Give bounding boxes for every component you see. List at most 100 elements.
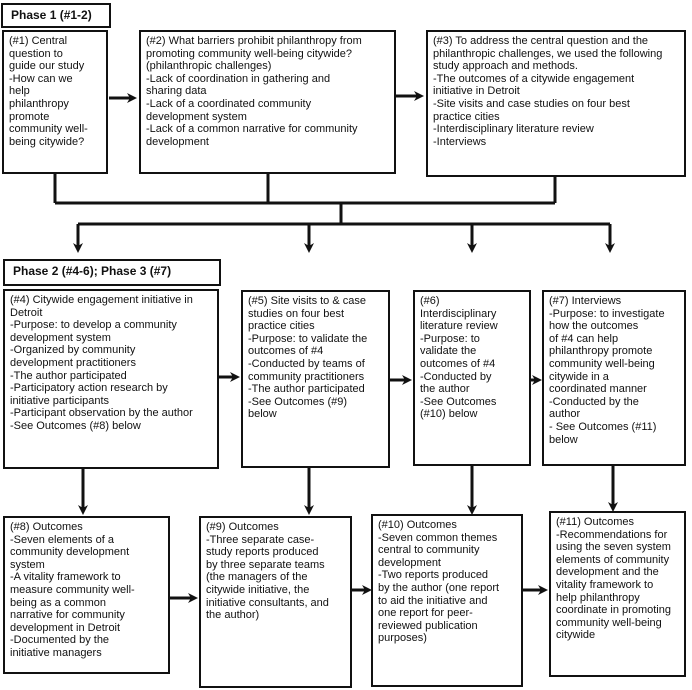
box-text-line: guide our study xyxy=(9,60,85,73)
box-text-line: development xyxy=(378,556,441,569)
box-text-line: author xyxy=(549,408,581,421)
box-title: (#2) What barriers prohibit philanthropy… xyxy=(146,35,362,47)
phase23-header: Phase 2 (#4-6); Phase 3 (#7) xyxy=(3,259,221,286)
box-text-line: -Purpose: to investigate xyxy=(549,307,665,320)
box-text-line: community well-being xyxy=(556,616,662,629)
box-text-line: reviewed publication xyxy=(378,619,478,632)
box-text-line: -Organized by community xyxy=(10,344,136,357)
box-text-line: promoting community well-being citywide? xyxy=(146,47,353,60)
box-text-line: to aid the initiative and xyxy=(378,594,488,607)
box-text-line: measure community well- xyxy=(10,583,135,596)
box-2-barriers: (#2) What barriers prohibit philanthropy… xyxy=(139,30,396,174)
box-text-line: by the author (one report xyxy=(378,581,500,594)
box-text-line: -Two reports produced xyxy=(378,569,489,582)
box-text-line: development system xyxy=(146,110,247,123)
box-text-line: -Conducted by xyxy=(420,370,492,383)
box-text-line: citywide xyxy=(556,629,596,642)
box-text-line: -Purpose: to develop a community xyxy=(10,319,177,332)
box-text-line: -See Outcomes (#9) xyxy=(248,395,348,408)
box-text-line: using the seven system xyxy=(556,541,671,554)
box-text-line: -Site visits and case studies on four be… xyxy=(433,97,630,110)
box-text-line: study approach and methods. xyxy=(433,60,578,73)
box-text-line: the author) xyxy=(206,609,260,622)
box-text-line: development practitioners xyxy=(10,356,136,369)
box-text-line: -Conducted by teams of xyxy=(248,357,365,370)
box-text-line: Detroit xyxy=(10,306,43,319)
box-text-line: -Seven elements of a xyxy=(10,533,114,546)
box-text-line: literature review xyxy=(420,320,498,333)
box-text-line: sharing data xyxy=(146,85,207,98)
box-text-line: -The author participated xyxy=(10,369,127,382)
box-text-line: outcomes of #4 xyxy=(420,357,496,370)
box-text-line: question to xyxy=(9,47,63,60)
box-text-line: being citywide? xyxy=(9,135,85,148)
box-title: (#1) Central xyxy=(9,35,68,47)
box-text-line: citywide in a xyxy=(549,370,609,383)
box-text-line: philanthropy xyxy=(9,97,69,110)
phase1-header: Phase 1 (#1-2) xyxy=(1,3,111,28)
box-text-line: philanthropy promote xyxy=(549,345,653,358)
box-text-line: -Lack of a coordinated community xyxy=(146,97,312,110)
box-text-line: community well- xyxy=(9,123,88,136)
box-title: (#4) Citywide engagement initiative in xyxy=(10,294,193,306)
box-text-line: narrative for community xyxy=(10,609,125,622)
box-title: (#10) Outcomes xyxy=(378,519,457,531)
box-text-line: -A vitality framework to xyxy=(10,571,121,584)
box-text-line: outcomes of #4 xyxy=(248,345,324,358)
box-text-line: -Lack of coordination in gathering and xyxy=(146,72,331,85)
box-text-line: initiative in Detroit xyxy=(433,85,520,98)
box-text-line: validate the xyxy=(420,345,477,358)
box-text-line: of #4 can help xyxy=(549,332,619,345)
box-text-line: below xyxy=(248,408,277,421)
box-text-line: vitality framework to xyxy=(556,578,654,591)
box-text-line: below xyxy=(549,433,578,446)
box-title: (#9) Outcomes xyxy=(206,521,279,533)
box-title: (#11) Outcomes xyxy=(556,516,635,528)
box-text-line: by three separate teams xyxy=(206,558,325,571)
box-text-line: central to community xyxy=(378,544,480,557)
box-text-line: (philanthropic challenges) xyxy=(146,60,272,73)
box-text-line: development system xyxy=(10,331,111,344)
box-text-line: -Interviews xyxy=(433,135,487,148)
box-text-line: community practitioners xyxy=(248,370,365,383)
box-text-line: promote xyxy=(9,110,50,123)
box-text-line: practice cities xyxy=(433,110,500,123)
box-text-line: -Documented by the xyxy=(10,634,110,647)
box-text-line: Interdisciplinary xyxy=(420,307,497,320)
box-9-outcomes: (#9) Outcomes-Three separate case-study … xyxy=(199,516,352,688)
box-text-line: practice cities xyxy=(248,320,315,333)
box-text-line: community well-being xyxy=(549,357,655,370)
box-text-line: help xyxy=(9,85,30,98)
box-text-line: system xyxy=(10,558,45,571)
box-text-line: elements of community xyxy=(556,553,670,566)
box-title: (#5) Site visits to & case xyxy=(248,295,366,307)
box-text-line: initiative managers xyxy=(10,646,102,659)
box-text-line: development and the xyxy=(556,566,659,579)
box-title: (#6) xyxy=(420,295,440,307)
box-text-line: initiative participants xyxy=(10,394,110,407)
box-text-line: -Participant observation by the author xyxy=(10,407,193,420)
box-text-line: -Lack of a common narrative for communit… xyxy=(146,123,358,136)
box-text-line: -See Outcomes (#8) below xyxy=(10,419,141,432)
box-text-line: community development xyxy=(10,546,130,559)
box-3-study-approach: (#3) To address the central question and… xyxy=(426,30,686,177)
box-text-line: how the outcomes xyxy=(549,320,639,333)
box-title: (#8) Outcomes xyxy=(10,521,83,533)
box-text-line: -The author participated xyxy=(248,383,365,396)
box-text-line: coordinate in promoting xyxy=(556,604,671,617)
box-text-line: the author xyxy=(420,383,470,396)
box-text-line: -Three separate case- xyxy=(206,533,315,546)
box-text-line: -Purpose: to validate the xyxy=(248,332,368,345)
box-text-line: - See Outcomes (#11) xyxy=(549,420,657,433)
box-text-line: coordinated manner xyxy=(549,383,647,396)
box-text-line: study reports produced xyxy=(206,546,319,559)
box-text-line: development xyxy=(146,135,209,148)
box-text-line: one report for peer- xyxy=(378,607,473,620)
box-text-line: initiative consultants, and xyxy=(206,596,329,609)
